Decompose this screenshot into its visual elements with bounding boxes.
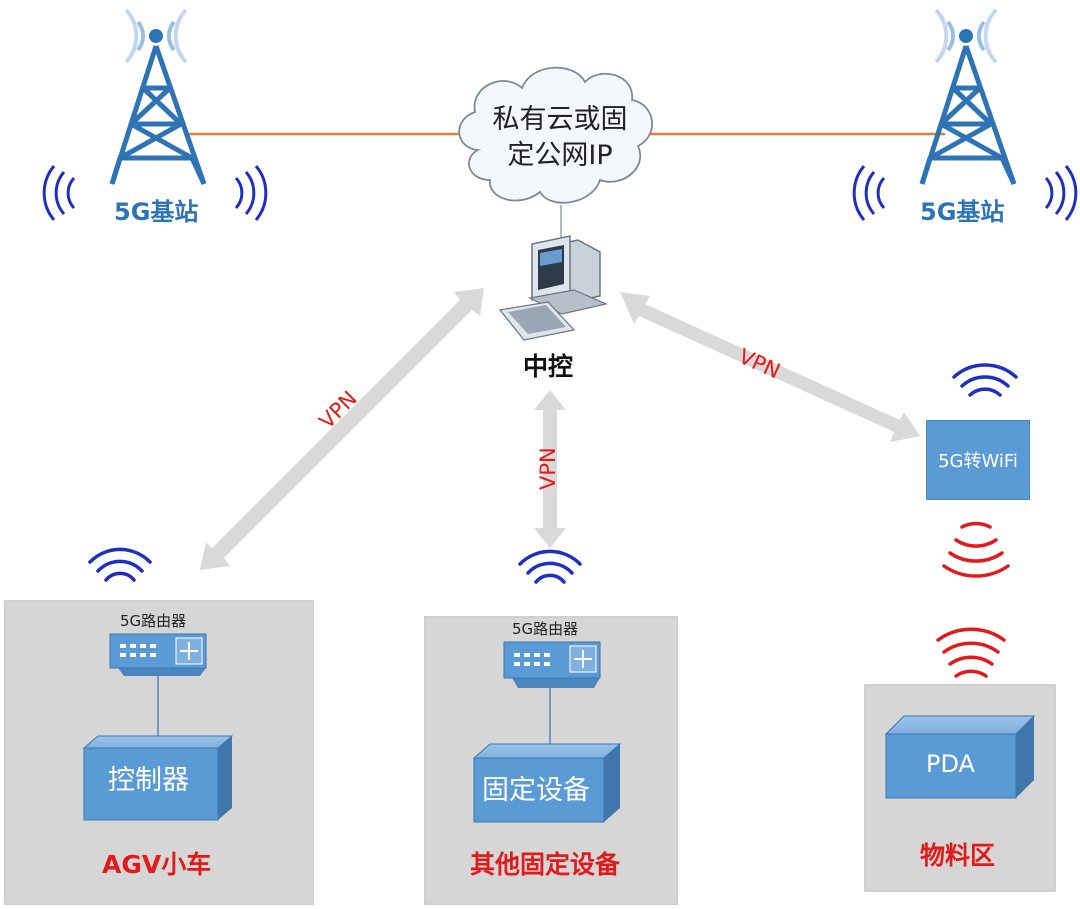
- router-icon-agv: [109, 633, 207, 676]
- vpn-arrow-wifi: [620, 292, 920, 442]
- tower-label-right: 5G基站: [920, 198, 1005, 226]
- fixed-device-label: 固定设备: [482, 775, 590, 806]
- cloud-label-line1: 私有云或固: [492, 104, 628, 135]
- tower-icon-right: [919, 8, 1017, 186]
- wifi-icon-converter: [952, 363, 1018, 397]
- pda-label: PDA: [926, 750, 975, 778]
- cloud-label-line2: 定公网IP: [507, 140, 613, 171]
- pda-box: [884, 715, 1036, 799]
- cloud-label: 私有云或固 定公网IP: [480, 102, 640, 174]
- tower-icon-left: [109, 8, 207, 186]
- area-label-material: 物料区: [920, 841, 996, 870]
- red-signal-icon-lower: [936, 627, 1006, 678]
- area-label-fixed: 其他固定设备: [470, 850, 621, 879]
- vpn-arrow-agv: [200, 288, 484, 570]
- wifi-converter-label: 5G转WiFi: [938, 451, 1018, 472]
- wifi-icon-agv: [88, 547, 152, 582]
- fixed-device-box: [472, 743, 622, 823]
- cloud-shape: [458, 66, 654, 204]
- computer-icon: [498, 235, 608, 341]
- red-signal-icon-upper: [942, 521, 1010, 578]
- controller-box: [82, 735, 234, 821]
- vpn-arrow-fixed: [534, 390, 566, 548]
- vpn-label-fixed: VPN: [536, 447, 560, 490]
- tower-label-left: 5G基站: [114, 198, 199, 226]
- signal-icon-right-tower: [852, 165, 1078, 221]
- wifi-icon-fixed: [518, 549, 582, 584]
- router-icon-fixed: [503, 641, 601, 688]
- center-label: 中控: [523, 352, 574, 381]
- wifi-converter-box: 5G转WiFi: [926, 420, 1030, 500]
- router-label-agv: 5G路由器: [120, 612, 187, 630]
- controller-label: 控制器: [108, 765, 189, 796]
- area-label-agv: AGV小车: [102, 850, 212, 879]
- router-label-fixed: 5G路由器: [512, 620, 579, 638]
- signal-icon-left-tower: [42, 165, 268, 221]
